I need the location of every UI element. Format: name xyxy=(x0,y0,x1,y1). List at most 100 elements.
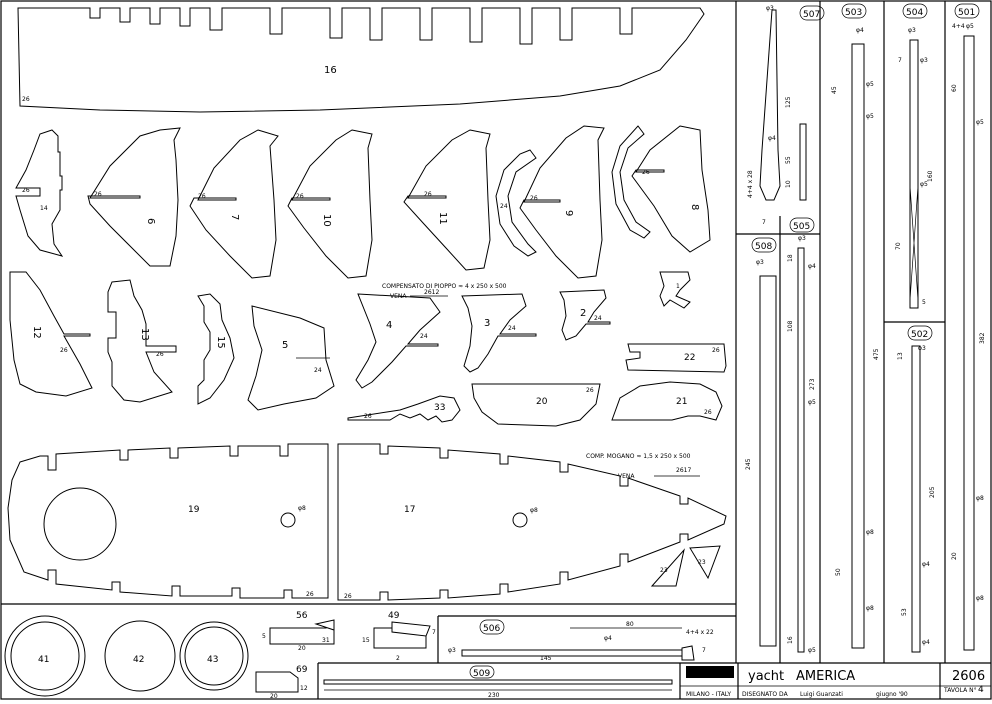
part-16-label: 16 xyxy=(324,65,337,76)
note-plywood-poplar: COMPENSATO DI PIOPPO ≈ 4 x 250 x 500 xyxy=(382,283,507,290)
spar-507-dim-0: φ3 xyxy=(766,5,774,12)
block-56-dim-w1: 20 xyxy=(298,645,306,652)
frame-1 xyxy=(659,271,691,309)
part-23-a xyxy=(650,548,685,587)
block-56-dim-w2: 31 xyxy=(322,637,330,644)
note-grain-bottom-code: 2617 xyxy=(676,467,691,474)
spar-507: 507 φ3 125 φ4 55 10 4+4 x 28 7 xyxy=(747,5,825,226)
spar-509-dim-0: 230 xyxy=(488,692,500,699)
spar-506-dim-0: 80 xyxy=(626,621,634,628)
spar-503-rod xyxy=(851,43,865,649)
part-19-hole-label: φ8 xyxy=(298,505,306,512)
part-19-label: 19 xyxy=(188,505,200,515)
spar-504: 504 φ3 φ3 160 70 φ5 5 7 xyxy=(895,3,934,309)
part-17-hole xyxy=(512,512,528,528)
spar-505-badge xyxy=(789,217,815,233)
part-20-tag: 26 xyxy=(586,387,594,394)
brand-logo xyxy=(686,666,734,678)
spar-505-dim-6: 16 xyxy=(787,636,794,644)
frame-5-tag: 24 xyxy=(314,367,322,374)
block-69-body xyxy=(255,671,299,693)
frame-12 xyxy=(9,271,93,397)
spar-504-badge xyxy=(902,3,928,19)
spar-503-dim-5: φ8 xyxy=(866,529,874,536)
part-33 xyxy=(347,395,461,423)
frame-12-tag: 26 xyxy=(60,347,68,354)
spar-508-rod xyxy=(759,275,777,647)
spar-502-dim-1: φ3 xyxy=(918,345,926,352)
yacht-label: yacht xyxy=(748,669,784,684)
frame-8-tag: 26 xyxy=(642,169,650,176)
spar-507-dim-3: 55 xyxy=(785,156,792,164)
note-plywood-okoume: COMP. MOGANO ≈ 1,5 x 250 x 500 xyxy=(586,453,691,460)
frame-5 xyxy=(247,305,335,411)
frame-13-tag: 26 xyxy=(156,351,164,358)
frame-12-label: 12 xyxy=(31,326,42,339)
spar-506-jaw xyxy=(681,645,695,661)
frame-9-tag: 26 xyxy=(530,195,538,202)
block-49-dim-h: 15 xyxy=(362,637,370,644)
frame-10-tag: 26 xyxy=(296,193,304,200)
disc-42 xyxy=(104,620,176,692)
part-22 xyxy=(625,343,727,373)
spar-504-dim-4: φ5 xyxy=(920,181,928,188)
part-16-keel xyxy=(17,7,705,113)
spar-502-dim-4: 53 xyxy=(901,608,908,616)
spar-501-rod xyxy=(963,35,975,651)
block-49-wedge xyxy=(391,621,431,637)
spar-508: 508 φ3 245 xyxy=(745,237,777,647)
note-grain-bottom: VENA xyxy=(618,473,635,480)
part-17-label: 17 xyxy=(404,505,415,515)
frame-8-label: 8 xyxy=(689,204,700,210)
block-49-dim-d: 2 xyxy=(396,655,400,662)
spar-501-dim-3: φ5 xyxy=(976,119,984,126)
frame-small-left xyxy=(15,129,64,257)
drawn-by-label: DISEGNATO DA xyxy=(742,691,789,698)
frame-11-tag: 26 xyxy=(424,191,432,198)
spar-503-dim-3: φ5 xyxy=(866,113,874,120)
spar-501-dim-7: φ8 xyxy=(976,595,984,602)
spar-501-dim-1: 4+4 xyxy=(952,23,965,30)
spar-504-rod xyxy=(909,39,919,309)
frame-inner-2 xyxy=(611,125,651,239)
frame-6-label: 6 xyxy=(145,218,156,224)
frame-4 xyxy=(355,293,441,389)
spar-501-dim-6: φ8 xyxy=(976,495,984,502)
part-23-b-label: 23 xyxy=(698,559,706,566)
spar-503-dim-1: 45 xyxy=(831,86,838,94)
block-69: 69 20 12 xyxy=(255,665,308,700)
spar-501-dim-0: φ5 xyxy=(966,23,974,30)
spar-505-dim-2: φ4 xyxy=(808,263,816,270)
note-grain-top: VENA xyxy=(390,293,407,300)
spar-509-id: 509 xyxy=(473,669,490,679)
spar-506-dim-2: 4+4 x 22 xyxy=(686,629,714,636)
spar-505-dim-5: φ5 xyxy=(808,399,816,406)
spar-506-id: 506 xyxy=(483,624,500,634)
spar-502-badge xyxy=(907,325,933,341)
frame-6 xyxy=(87,127,181,267)
block-49: 49 15 7 2 xyxy=(362,611,436,662)
spar-505-dim-1: 18 xyxy=(787,254,794,262)
frame-4-tag: 24 xyxy=(420,333,428,340)
block-56: 56 5 20 31 xyxy=(262,611,335,652)
spar-507-dim-6: 7 xyxy=(762,219,766,226)
part-19-tag: 26 xyxy=(306,591,314,598)
part-22-label: 22 xyxy=(684,353,695,363)
part-16-tag: 26 xyxy=(22,96,30,103)
spar-509-badge xyxy=(469,665,495,679)
spar-503-badge xyxy=(841,3,867,19)
spar-507-dim-5: 4+4 x 28 xyxy=(747,170,754,198)
spar-504-id: 504 xyxy=(906,8,923,18)
spar-506-dim-5: 7 xyxy=(702,647,706,654)
frame-9 xyxy=(519,125,605,279)
spar-503-dim-2: φ5 xyxy=(866,81,874,88)
spar-504-dim-1: φ3 xyxy=(920,57,928,64)
frame-2-tag: 24 xyxy=(594,315,602,322)
drawn-date: giugno '90 xyxy=(876,691,908,698)
sheet-number: 4 xyxy=(978,685,984,695)
spar-507-dim-4: 10 xyxy=(785,180,792,188)
spar-504-taper xyxy=(909,185,919,301)
part-21 xyxy=(611,381,723,421)
frame-2 xyxy=(559,289,611,341)
